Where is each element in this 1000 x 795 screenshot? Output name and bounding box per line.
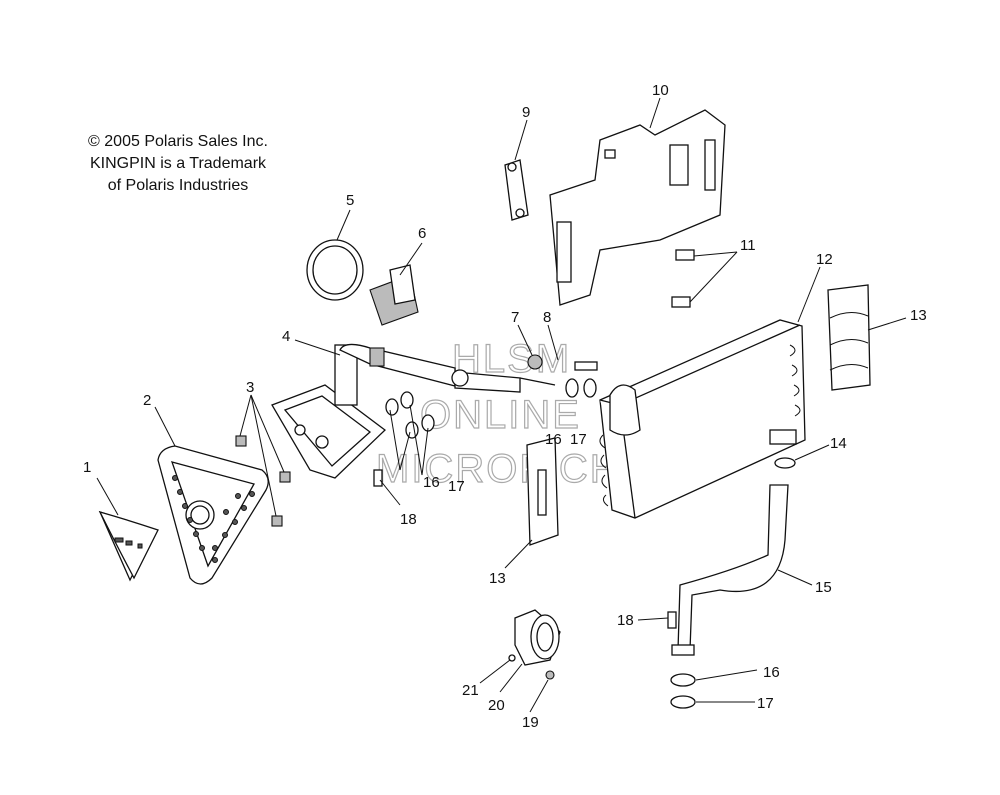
callout-17-mid: 17: [448, 478, 465, 495]
part-7-8-fittings: [519, 354, 598, 386]
part-18-bolts: [373, 469, 677, 629]
callout-5: 5: [346, 192, 354, 209]
callout-16-lower: 16: [763, 664, 780, 681]
callout-10: 10: [652, 82, 669, 99]
callout-8: 8: [543, 309, 551, 326]
callout-13-right: 13: [910, 307, 927, 324]
callout-11: 11: [740, 237, 756, 254]
part-11-bolts: [671, 249, 695, 308]
part-10-shield: [549, 109, 726, 306]
callout-14: 14: [830, 435, 847, 452]
part-19-21-fan: [508, 609, 561, 680]
callout-18-right: 18: [617, 612, 634, 629]
leader-lines: [96, 97, 907, 713]
callout-20: 20: [488, 697, 505, 714]
callout-13-left: 13: [489, 570, 506, 587]
callout-16-mid: 16: [423, 474, 440, 491]
o-rings: [385, 378, 796, 709]
part-12-oil-cooler: [599, 319, 806, 519]
callout-18-left: 18: [400, 511, 417, 528]
part-13-cover-right: [827, 284, 871, 391]
part-4-bracket-pipe: [271, 343, 521, 479]
copyright-line-2: KINGPIN is a Trademark: [89, 155, 267, 172]
part-13-cover-left: [526, 437, 559, 546]
callout-17-lower: 17: [757, 695, 774, 712]
callout-21: 21: [462, 682, 479, 699]
part-2-front-shroud: [157, 445, 269, 585]
copyright-text: © 2005 Polaris Sales Inc. KINGPIN is a T…: [48, 133, 308, 195]
part-3-nuts: [235, 435, 291, 527]
part-5-clamp: [306, 239, 364, 301]
part-6-clip: [369, 264, 419, 326]
copyright-line-3: of Polaris Industries: [107, 177, 249, 194]
callout-3: 3: [246, 379, 254, 396]
callout-15: 15: [815, 579, 832, 596]
callout-7: 7: [511, 309, 519, 326]
part-1-grille-insert: [98, 510, 159, 582]
part-9-link-plate: [504, 159, 529, 221]
callout-2: 2: [143, 392, 151, 409]
part-15-oil-hose: [671, 484, 789, 656]
callout-numbers: 1 2 3 4 5 6 7 8 9 10 11 12 13 13 14 15 1…: [83, 82, 927, 731]
watermark-line-2: ONLINE: [420, 393, 581, 437]
callout-19: 19: [522, 714, 539, 731]
copyright-line-1: © 2005 Polaris Sales Inc.: [88, 133, 268, 150]
callout-17-upper: 17: [570, 431, 587, 448]
callout-12: 12: [816, 251, 833, 268]
callout-6: 6: [418, 225, 426, 242]
callout-9: 9: [522, 104, 530, 121]
callout-16-upper: 16: [545, 431, 562, 448]
callout-4: 4: [282, 328, 290, 345]
callout-1: 1: [83, 459, 91, 476]
